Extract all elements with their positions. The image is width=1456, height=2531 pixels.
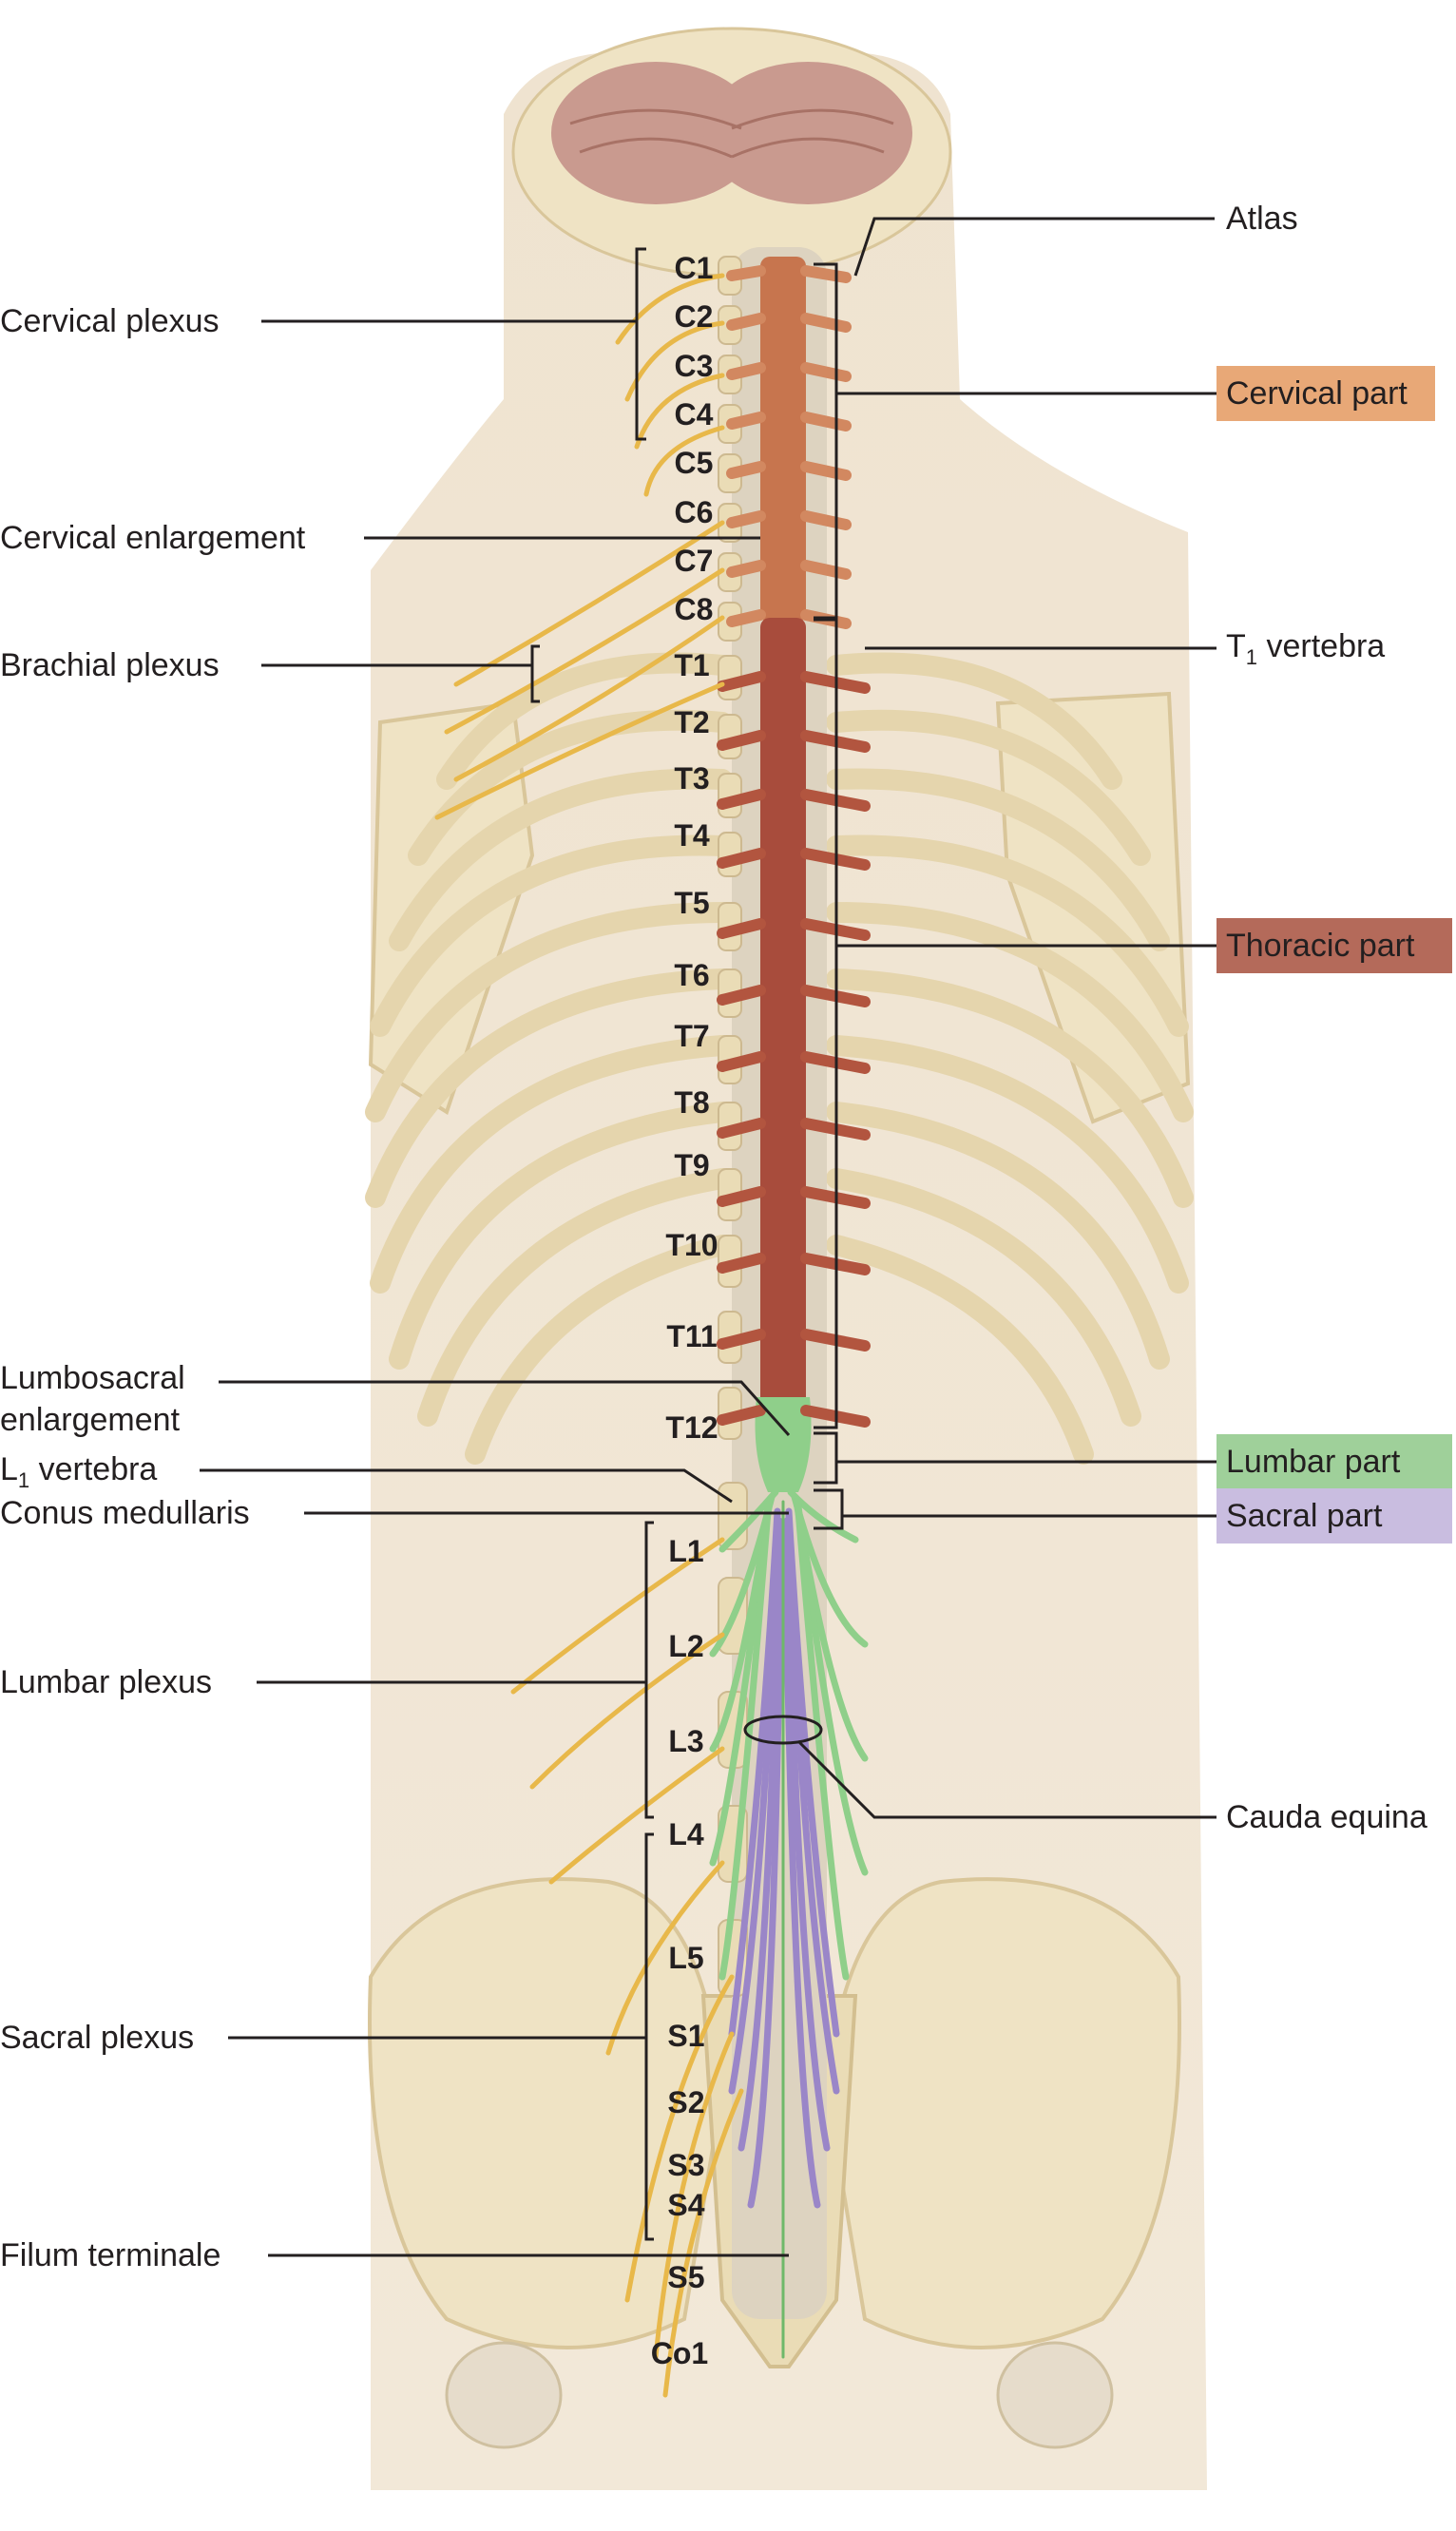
segment-t9: T9	[674, 1148, 710, 1182]
segment-t5: T5	[674, 886, 710, 920]
part-box-lumbar: Lumbar part	[1217, 1434, 1452, 1489]
segment-s4: S4	[667, 2188, 705, 2222]
label-lumbosacral-enlargement-1: Lumbosacral	[0, 1360, 185, 1396]
segment-l4: L4	[668, 1817, 704, 1851]
leader-lines	[200, 217, 1217, 2257]
segment-l1: L1	[668, 1534, 704, 1568]
label-cervical-enlargement: Cervical enlargement	[0, 520, 306, 556]
cord-lumbar	[755, 1397, 812, 1492]
segment-t7: T7	[674, 1019, 710, 1053]
cord-thoracic	[760, 618, 806, 1407]
right-femur-head	[996, 2341, 1114, 2449]
part-box-sacral: Sacral part	[1217, 1488, 1452, 1544]
left-femur-head	[445, 2341, 563, 2449]
segment-s2: S2	[667, 2085, 705, 2119]
segment-t6: T6	[674, 958, 710, 992]
segment-s3: S3	[667, 2148, 705, 2182]
left-ilium	[368, 1877, 725, 2349]
label-cervical-plexus: Cervical plexus	[0, 303, 220, 339]
segment-s5: S5	[667, 2260, 705, 2294]
plexus-nerves	[434, 273, 744, 2398]
label-atlas: Atlas	[1226, 201, 1298, 237]
segment-c3: C3	[674, 349, 714, 383]
segment-c5: C5	[674, 446, 714, 480]
label-filum-terminale: Filum terminale	[0, 2237, 221, 2273]
ribs	[365, 652, 1194, 1465]
segment-t8: T8	[674, 1085, 710, 1120]
part-box-thoracic: Thoracic part	[1217, 918, 1452, 973]
label-t1-vertebra: T1 vertebra	[1226, 628, 1386, 669]
segment-c4: C4	[674, 397, 714, 431]
segment-l2: L2	[668, 1629, 704, 1663]
label-lumbosacral-enlargement-2: enlargement	[0, 1402, 181, 1438]
label-conus-medullaris: Conus medullaris	[0, 1495, 250, 1531]
label-brachial-plexus: Brachial plexus	[0, 647, 220, 683]
segment-l5: L5	[668, 1941, 704, 1975]
segment-l3: L3	[668, 1724, 704, 1758]
label-l1-vertebra: L1 vertebra	[0, 1451, 158, 1492]
segment-co1: Co1	[650, 2336, 709, 2370]
nerve-roots	[717, 265, 871, 1428]
cord-cervical	[760, 257, 806, 623]
label-sacral-plexus: Sacral plexus	[0, 2020, 195, 2056]
part-box-cervical: Cervical part	[1217, 366, 1435, 421]
segment-t1: T1	[674, 648, 710, 682]
brain-left	[551, 62, 760, 204]
segment-s1: S1	[667, 2019, 705, 2053]
segment-t4: T4	[674, 818, 710, 853]
segment-t2: T2	[674, 705, 710, 739]
label-cauda-equina: Cauda equina	[1226, 1799, 1427, 1835]
segment-t11: T11	[666, 1319, 718, 1353]
segment-t10: T10	[665, 1228, 718, 1262]
right-ilium	[824, 1877, 1181, 2349]
brain-right	[703, 62, 912, 204]
segment-t12: T12	[665, 1410, 718, 1445]
segment-c7: C7	[674, 544, 714, 578]
segment-c1: C1	[674, 251, 714, 285]
segment-c2: C2	[674, 299, 714, 334]
segment-t3: T3	[674, 761, 710, 796]
cauda-equina	[709, 1488, 869, 2359]
label-lumbar-plexus: Lumbar plexus	[0, 1664, 213, 1700]
segment-c6: C6	[674, 495, 714, 529]
segment-c8: C8	[674, 592, 714, 626]
